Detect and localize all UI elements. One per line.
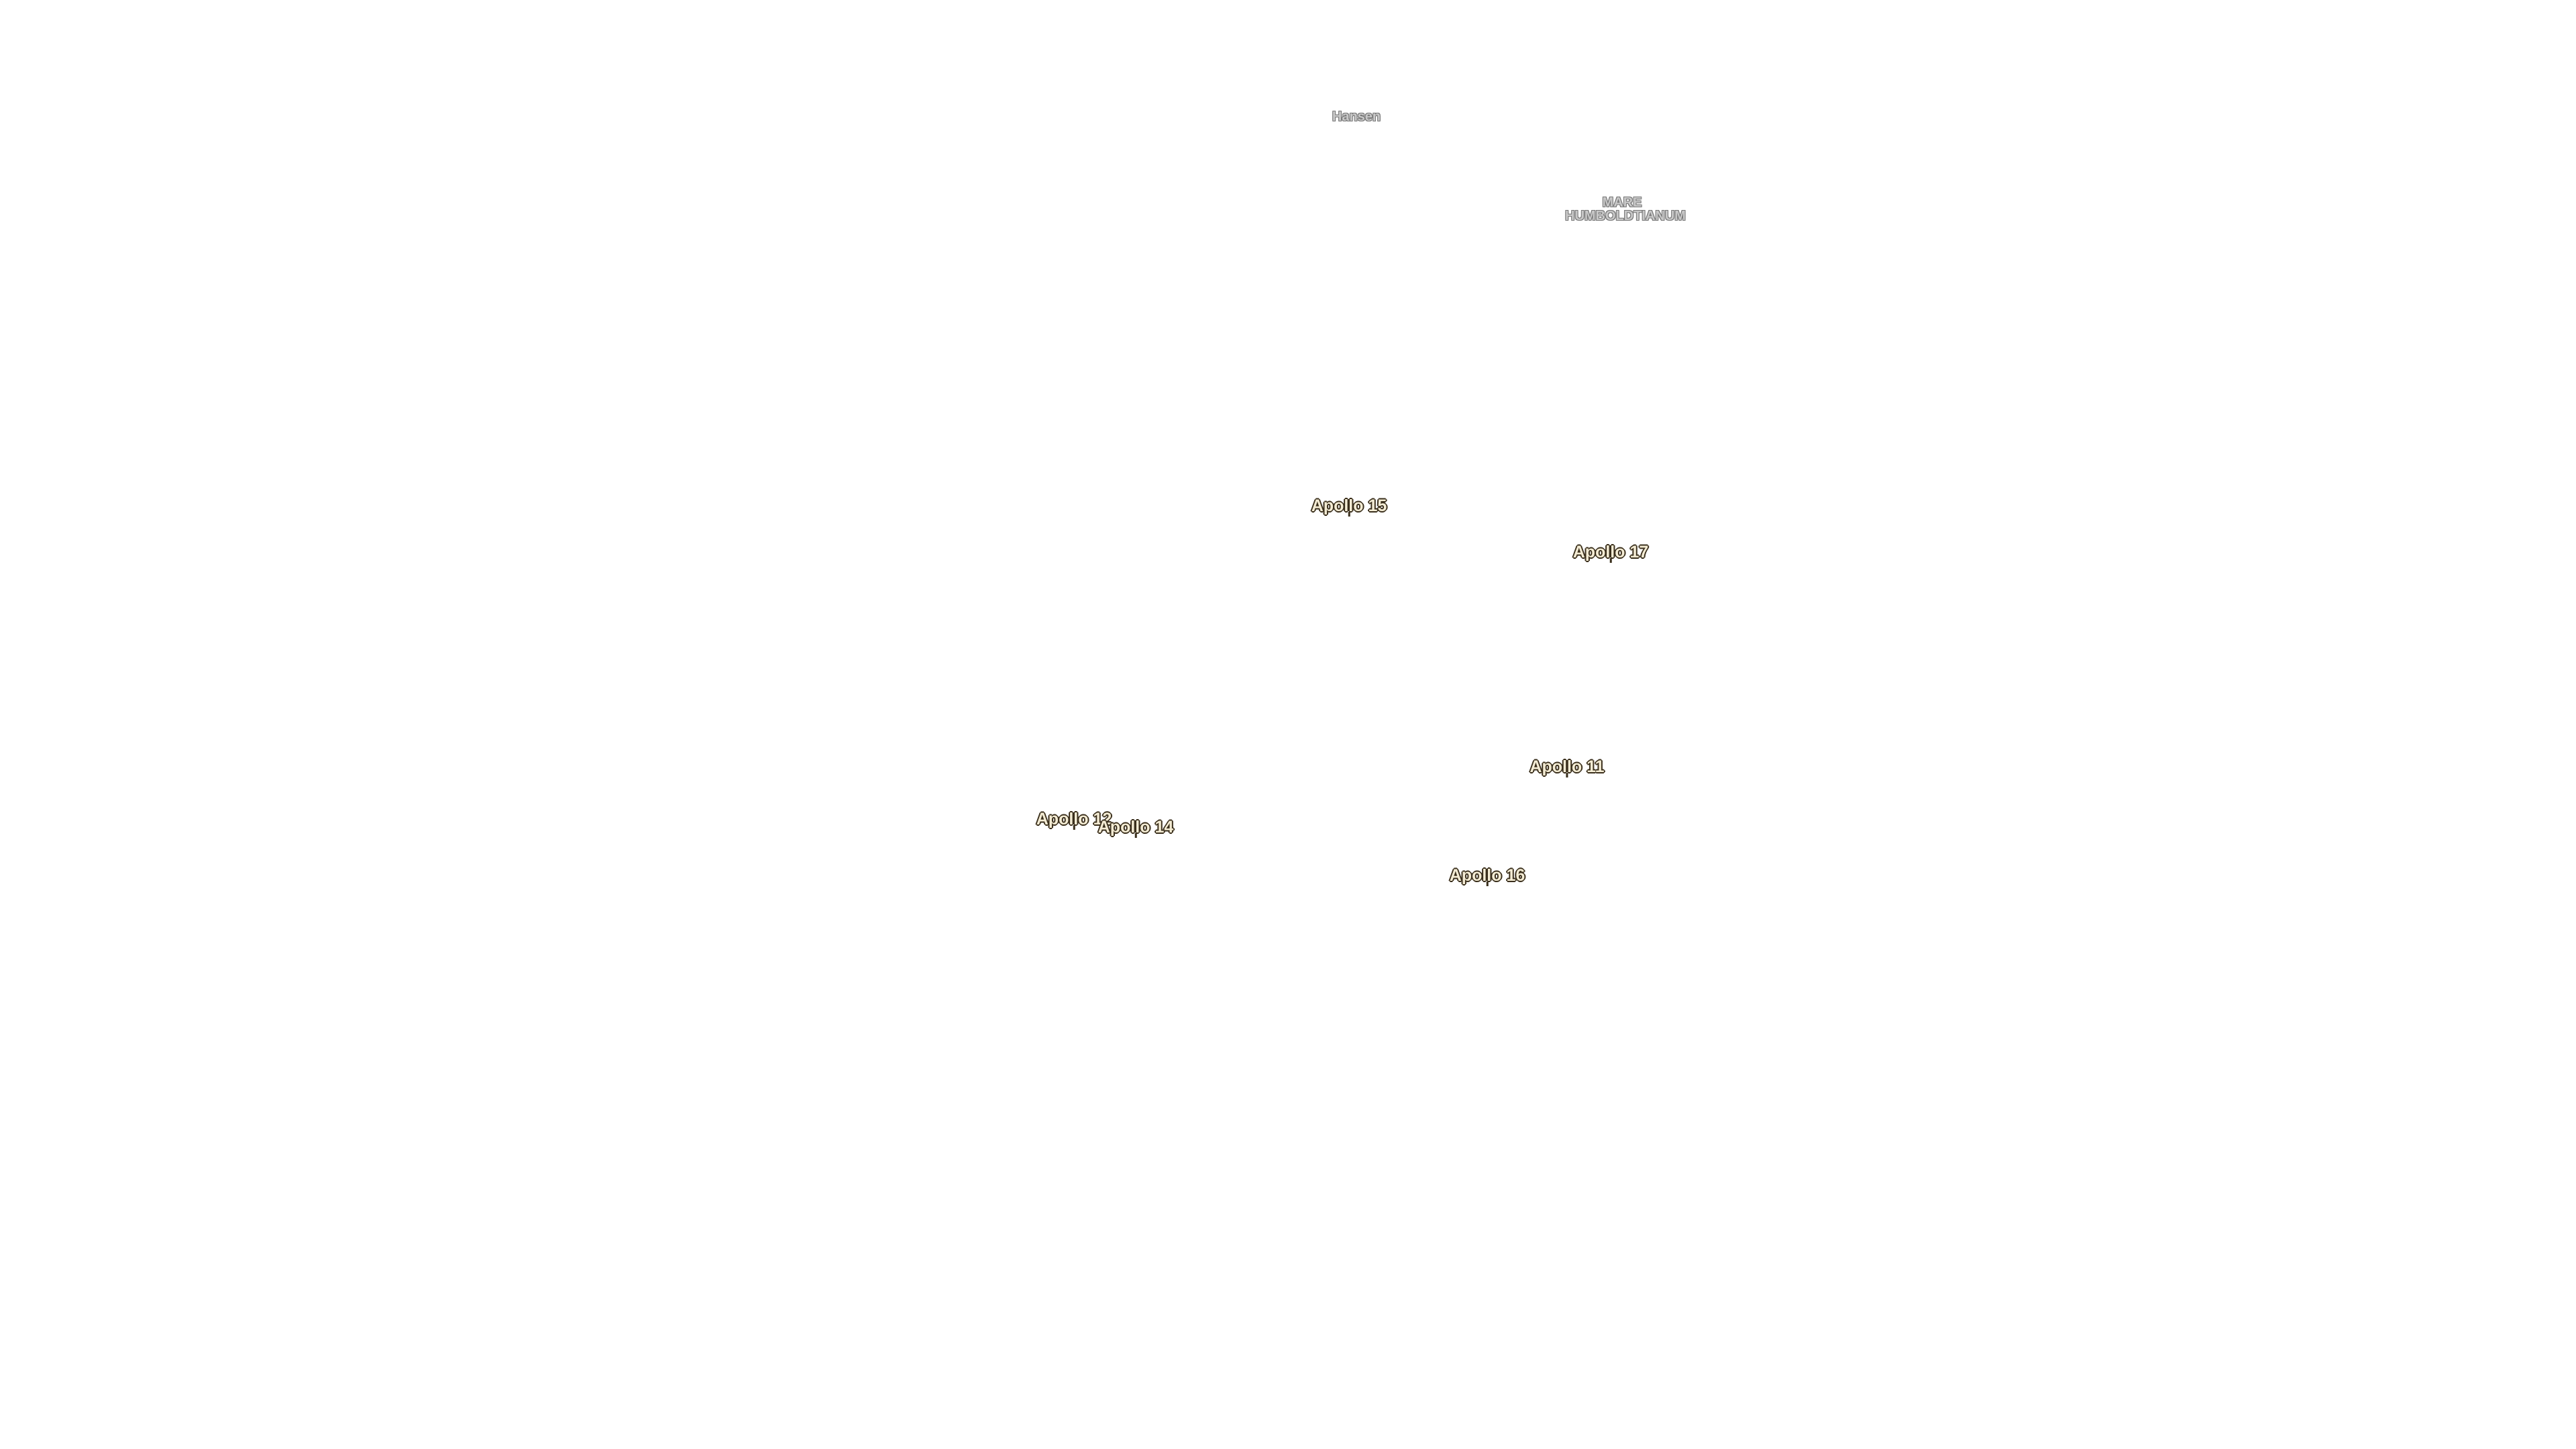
landing-site-label: Apollo 12 — [1036, 810, 1112, 828]
landing-site-label: Apollo 15 — [1311, 496, 1387, 515]
landing-site-apollo-11[interactable]: Apollo 11 — [1529, 757, 1605, 777]
landing-site-label: Apollo 14 — [1097, 818, 1174, 837]
landing-site-apollo-14[interactable]: Apollo 14 — [1097, 818, 1174, 838]
mare-label-humboldtianum: MARE HUMBOLDTIANUM — [1565, 195, 1686, 223]
crater-label-hansen: Hansen — [1332, 109, 1381, 124]
landing-site-marker-icon — [1073, 825, 1075, 830]
landing-site-marker-icon — [1348, 512, 1350, 517]
landing-site-label: Apollo 11 — [1529, 757, 1605, 776]
landing-site-marker-icon — [1486, 881, 1489, 886]
landing-site-apollo-12[interactable]: Apollo 12 — [1036, 810, 1112, 830]
landing-site-marker-icon — [1134, 833, 1137, 838]
landing-site-apollo-16[interactable]: Apollo 16 — [1450, 867, 1525, 886]
landing-site-marker-icon — [1566, 773, 1568, 777]
landing-site-apollo-17[interactable]: Apollo 17 — [1572, 543, 1649, 563]
landing-site-label: Apollo 16 — [1449, 866, 1525, 885]
landing-site-marker-icon — [1609, 558, 1612, 563]
landing-site-label: Apollo 17 — [1572, 543, 1649, 561]
landing-site-apollo-15[interactable]: Apollo 15 — [1311, 497, 1387, 517]
